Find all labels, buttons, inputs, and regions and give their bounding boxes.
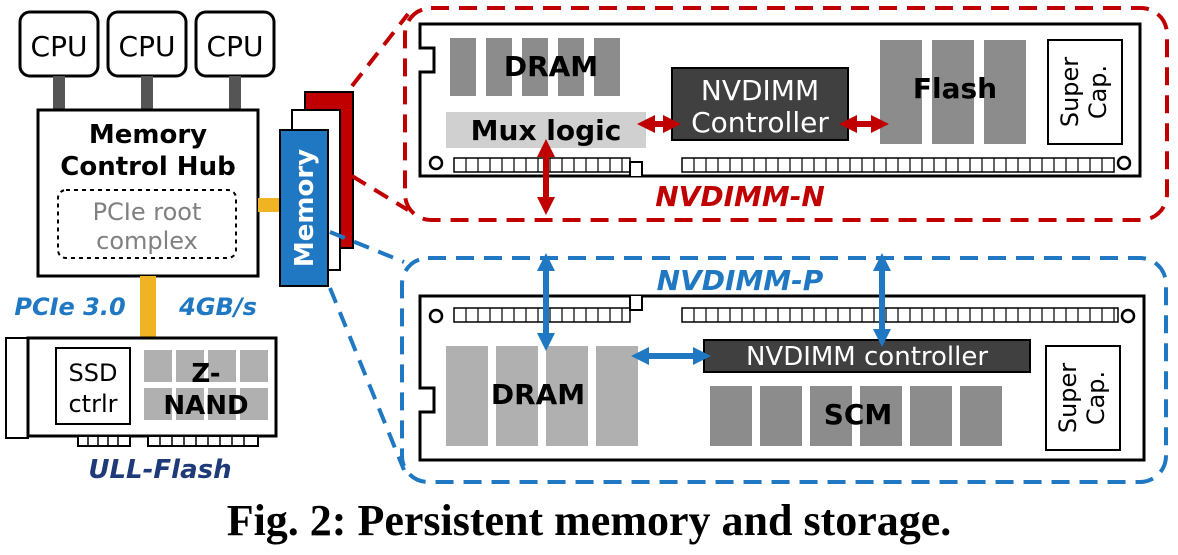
hub-label-line1: Memory (89, 120, 207, 150)
cpu-bus-1 (53, 76, 65, 110)
zoom-line-red-bottom (350, 174, 410, 212)
memory-module-blue (279, 129, 329, 287)
flash-chip-3 (984, 40, 1026, 144)
nvdimm-p-hole-left (428, 308, 444, 324)
figure-caption: Fig. 2: Persistent memory and storage. (226, 496, 952, 545)
nvdimm-n-hole-left (428, 155, 444, 171)
bandwidth-label: 4GB/s (178, 293, 257, 321)
pcie-link (140, 276, 156, 338)
ull-bracket (5, 337, 29, 439)
znand-label-line2: NAND (163, 391, 248, 421)
pcie-root-complex-box (57, 189, 237, 259)
nvdimm-n-dashed-outline (403, 6, 1169, 222)
hub-label-line2: Control Hub (60, 152, 235, 182)
znand-chip-5 (144, 388, 172, 420)
nvdimm-n-dram-chip-1 (450, 38, 476, 96)
nvdimm-p-supercap-line2: Cap. (1082, 371, 1110, 425)
nvdimm-n-controller-line2: Controller (691, 106, 829, 139)
nvdimm-p-dram-chip-3 (546, 346, 588, 446)
ull-connector-pins (87, 436, 245, 446)
nvdimm-p-dashed-outline (400, 256, 1168, 484)
memory-control-hub-box (36, 108, 260, 278)
nvdimm-n-dram-chip-4 (558, 38, 584, 96)
figure-diagram: CPU CPU CPU Memory Control Hub PCIe root… (5, 6, 1169, 485)
nvdimm-n-pins (453, 157, 1115, 173)
flash-label: Flash (913, 72, 997, 105)
nvdimm-n-dram-chip-2 (486, 38, 512, 96)
ull-flash-card: SSD ctrlr Z- NAND ULL-Flash (5, 336, 278, 485)
nvdimm-n-dram-chip-3 (522, 38, 548, 96)
ssd-ctrlr-line1: SSD (69, 359, 118, 387)
root-label-line1: PCIe root (93, 198, 202, 226)
ssd-ctrlr-line2: ctrlr (68, 390, 117, 418)
root-label-line2: complex (96, 227, 198, 255)
nvdimm-p-pins (453, 307, 1119, 323)
scm-chip-1 (710, 386, 752, 446)
nvdimm-p-dram-chip-1 (446, 346, 488, 446)
scm-chip-2 (760, 386, 802, 446)
cpu-label-2: CPU (119, 30, 176, 63)
znand-chip-1 (144, 350, 172, 382)
nvdimm-p-controller-label: NVDIMM controller (746, 342, 988, 372)
nvdimm-n-name: NVDIMM-N (655, 180, 825, 213)
memory-module-label: Memory (290, 149, 320, 267)
nvdimm-p-dram-chip-4 (596, 346, 638, 446)
scm-chip-3 (810, 386, 852, 446)
nvdimm-p-dram-label: DRAM (491, 378, 585, 411)
nvdimm-p-hole-right (1120, 308, 1136, 324)
nvdimm-n-hole-right (1116, 155, 1132, 171)
mux-logic-label: Mux logic (471, 114, 622, 147)
cpu-label-1: CPU (31, 30, 88, 63)
scm-chip-4 (860, 386, 902, 446)
cpu-bus-2 (141, 76, 153, 110)
zoom-line-blue-bottom (328, 287, 406, 471)
ssd-ctrlr-box (55, 347, 131, 425)
cpu-group: CPU CPU CPU (18, 10, 276, 110)
nvdimm-p-notch (629, 296, 643, 311)
zoom-line-blue-top (329, 230, 405, 264)
ull-edge-connector (77, 435, 259, 447)
znand-chip-2 (176, 350, 204, 382)
znand-chip-4 (240, 350, 268, 382)
nvdimm-p-dram-chip-2 (496, 346, 538, 446)
memory-module-stack: Memory (279, 91, 354, 287)
znand-chip-8 (240, 388, 268, 420)
nvdimm-n-supercap-line1: Super (1056, 57, 1084, 127)
nvdimm-n-controller-box (671, 67, 849, 141)
nvdimm-n-pin-lines (465, 158, 1103, 172)
nvdimm-n-controller-line1: NVDIMM (701, 74, 819, 107)
hub-memory-link (258, 198, 282, 212)
nvdimm-p-pin-lines (465, 308, 1115, 322)
scm-chip-6 (960, 386, 1002, 446)
scm-label: SCM (824, 398, 893, 431)
nvdimm-p-panel: DRAM NVDIMM controller SCM Super Cap. NV… (400, 253, 1168, 484)
scm-chip-5 (910, 386, 952, 446)
pcie-label: PCIe 3.0 (14, 293, 125, 321)
nvdimm-p-name: NVDIMM-P (657, 264, 824, 297)
nvdimm-p-supercap-box (1045, 345, 1121, 451)
flash-chip-2 (932, 40, 974, 144)
nvdimm-n-supercap-line2: Cap. (1084, 65, 1112, 119)
ull-flash-name: ULL-Flash (88, 455, 231, 485)
znand-label-line1: Z- (191, 359, 220, 389)
nvdimm-n-notch (629, 161, 643, 176)
znand-chip-6 (176, 388, 204, 420)
nvdimm-n-panel: DRAM Mux logic NVDIMM Controller Flash S… (403, 6, 1169, 222)
znand-chip-3 (208, 350, 236, 382)
cpu-bus-3 (229, 76, 241, 110)
cpu-label-3: CPU (207, 30, 264, 63)
zoom-line-red-top (350, 12, 410, 88)
znand-chip-7 (208, 388, 236, 420)
nvdimm-n-dram-label: DRAM (504, 50, 598, 83)
nvdimm-p-supercap-line1: Super (1054, 363, 1082, 433)
nvdimm-n-supercap-box (1047, 39, 1123, 145)
nvdimm-n-dram-chip-5 (594, 38, 620, 96)
